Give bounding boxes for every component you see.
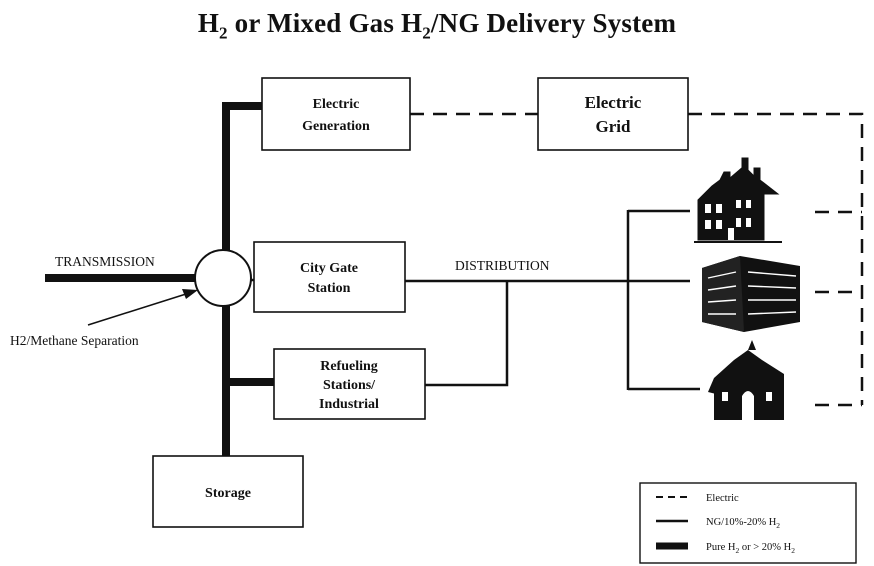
refueling-label-1: Refueling bbox=[320, 359, 378, 374]
storage-label: Storage bbox=[205, 486, 251, 501]
apartment-building-icon bbox=[702, 256, 800, 332]
distribution-label: DISTRIBUTION bbox=[455, 258, 550, 273]
separation-arrow bbox=[87, 289, 198, 326]
refueling-label-2: Stations/ bbox=[323, 378, 376, 393]
electric-grid-box: Electric Grid bbox=[537, 77, 689, 151]
church-icon bbox=[708, 340, 784, 420]
electric-grid-label-2: Grid bbox=[596, 117, 631, 136]
refueling-feed bbox=[425, 281, 509, 387]
electric-generation-box: Electric Generation bbox=[261, 77, 411, 151]
legend-pure-label: Pure H2 or > 20% H2 bbox=[706, 542, 795, 555]
city-gate-label-1: City Gate bbox=[300, 261, 358, 276]
electric-generation-label-2: Generation bbox=[302, 119, 370, 134]
electric-generation-label-1: Electric bbox=[313, 97, 360, 112]
refueling-box: Refueling Stations/ Industrial bbox=[273, 348, 426, 420]
refueling-label-3: Industrial bbox=[319, 397, 379, 412]
house-icon bbox=[694, 157, 782, 243]
electric-grid-label-1: Electric bbox=[585, 93, 642, 112]
separation-node bbox=[194, 249, 252, 307]
ng-mixed-lines bbox=[250, 209, 700, 391]
city-gate-station-box: City Gate Station bbox=[253, 241, 406, 313]
legend: Electric NG/10%-20% H2 Pure H2 or > 20% … bbox=[639, 482, 857, 564]
legend-ng-label: NG/10%-20% H2 bbox=[706, 517, 780, 530]
diagram-title: H2 or Mixed Gas H2/NG Delivery System bbox=[197, 8, 677, 43]
electric-lines bbox=[410, 112, 864, 407]
city-gate-label-2: Station bbox=[308, 281, 351, 296]
transmission-label: TRANSMISSION bbox=[55, 254, 155, 269]
legend-electric-label: Electric bbox=[706, 493, 739, 504]
thick-pipelines bbox=[45, 102, 274, 456]
separation-label: H2/Methane Separation bbox=[10, 333, 139, 348]
electric-grid-out bbox=[688, 112, 864, 405]
storage-box: Storage bbox=[152, 455, 304, 528]
